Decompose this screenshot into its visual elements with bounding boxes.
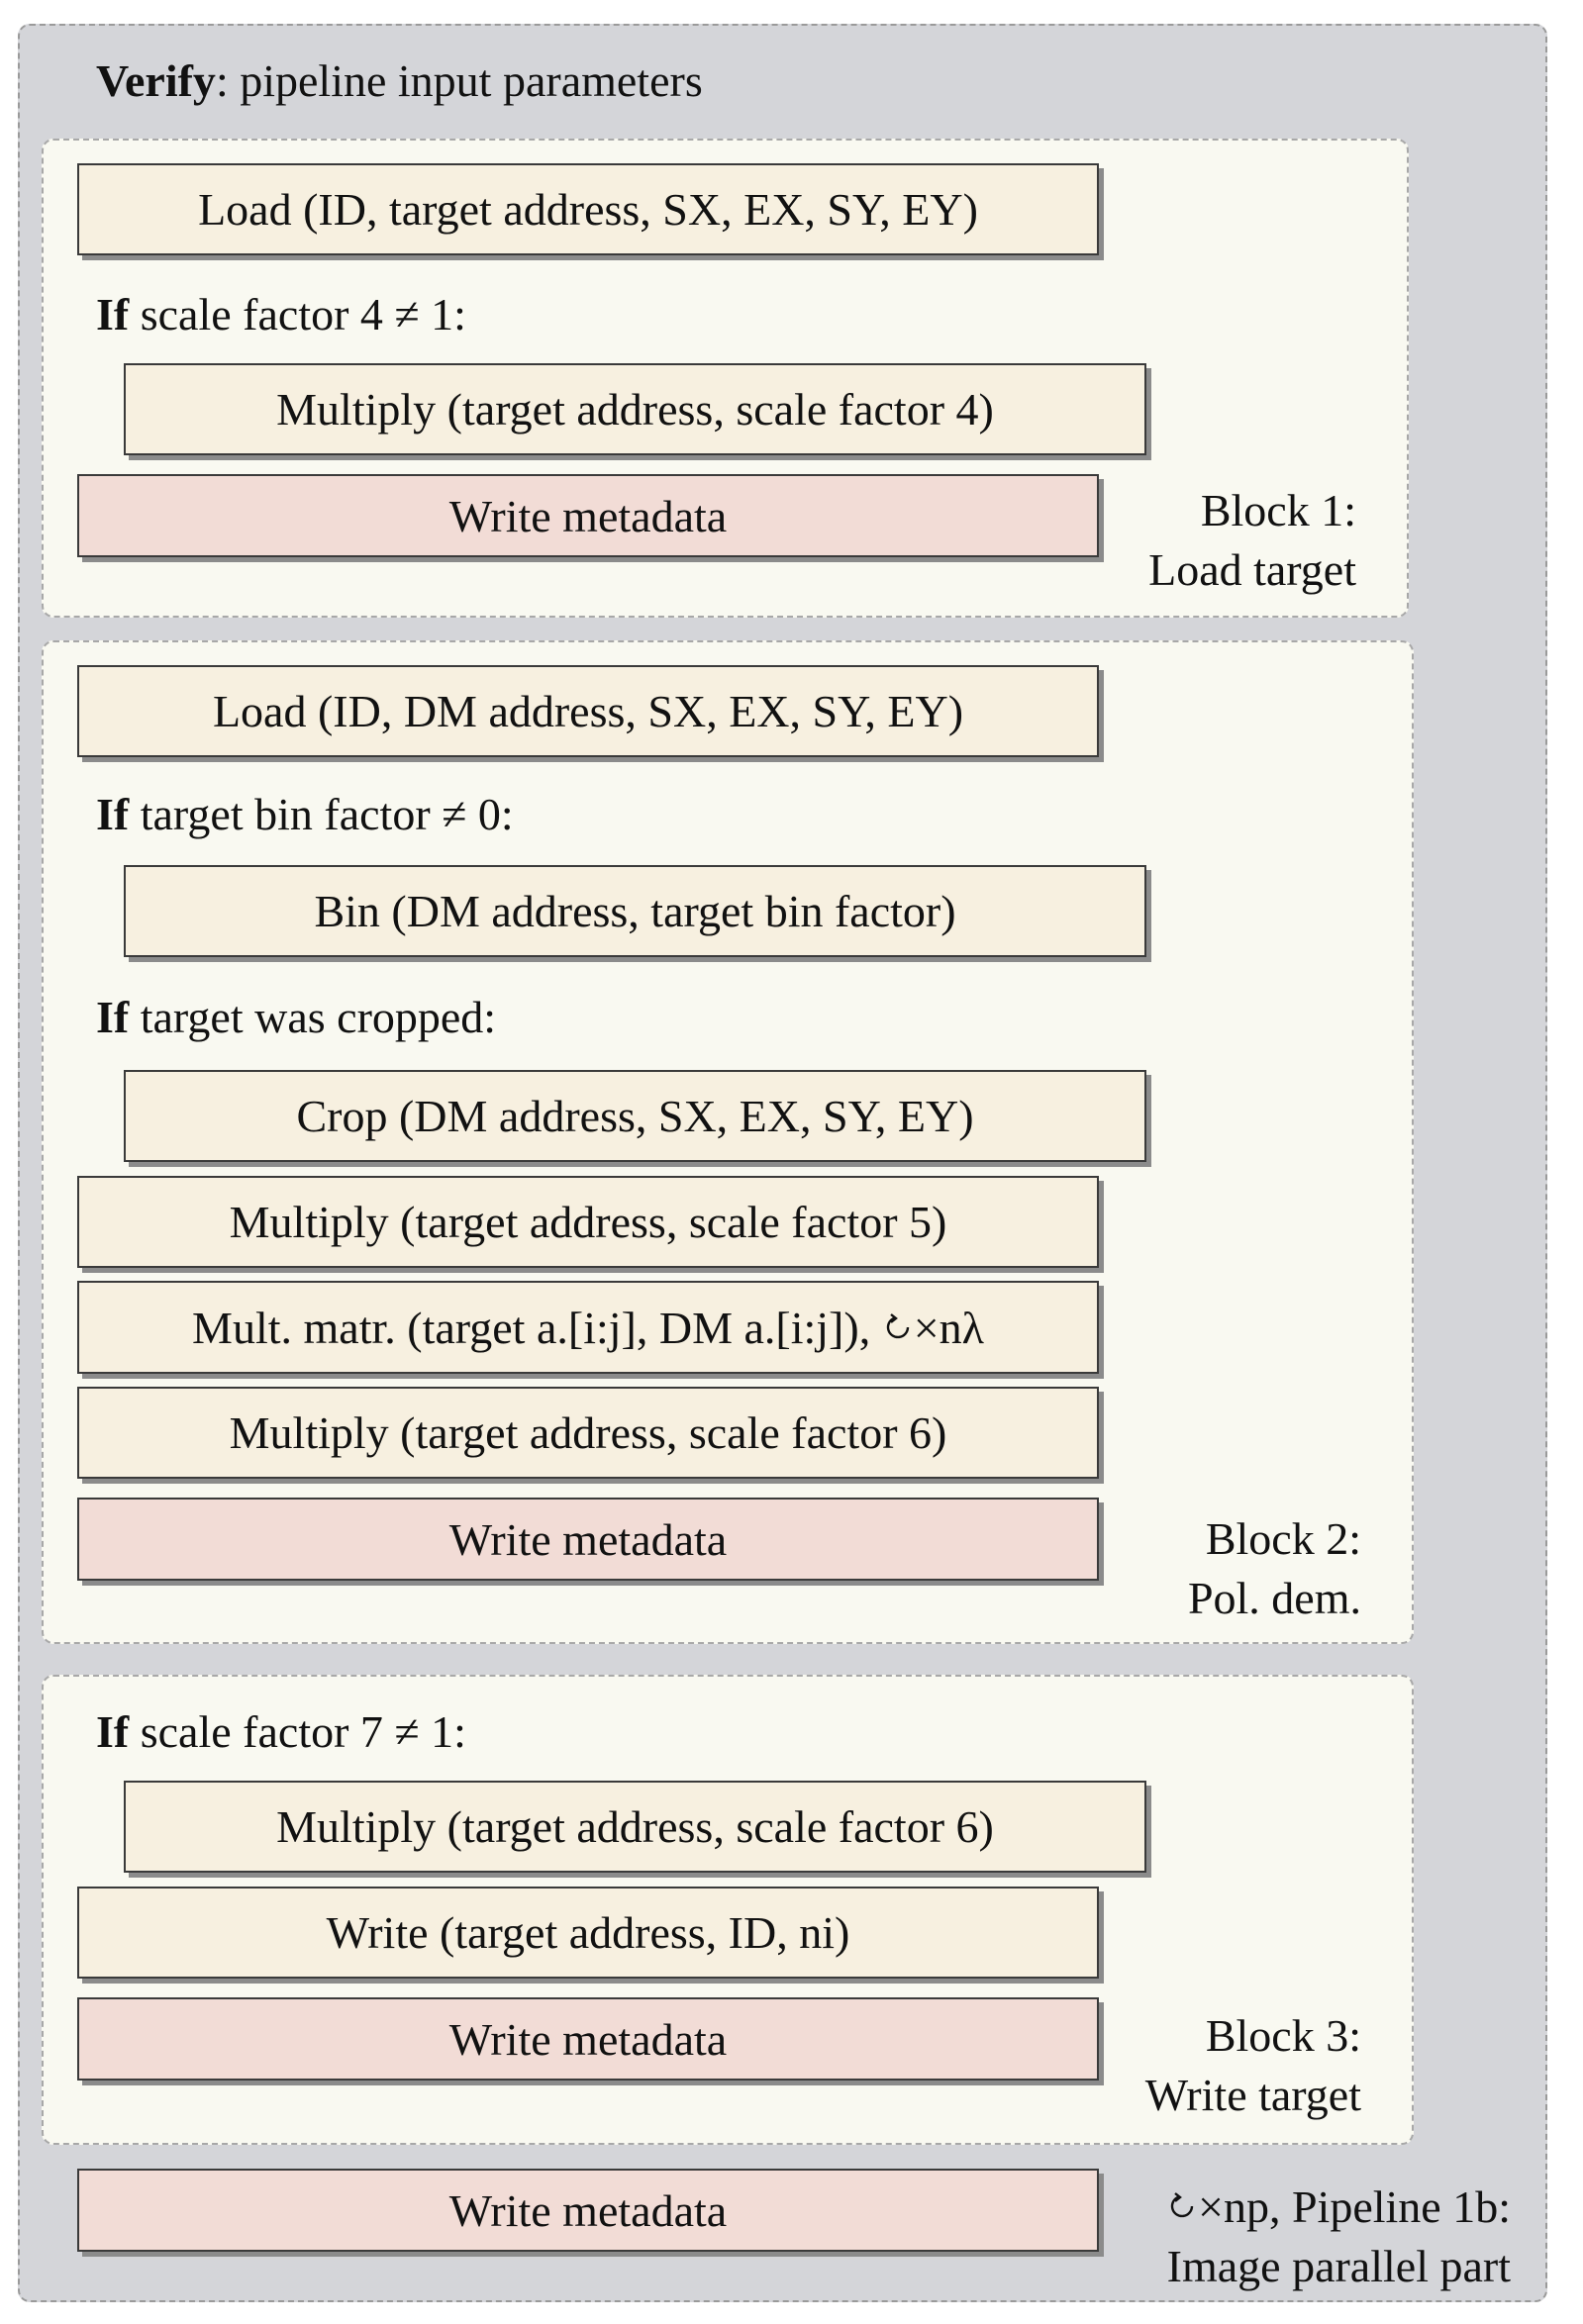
verify-heading: Verify: pipeline input parameters	[96, 54, 703, 107]
condition-scale-factor-4: If scale factor 4 ≠ 1:	[96, 288, 466, 340]
block-3-label-name: Write target	[1144, 2070, 1361, 2120]
write-metadata-box-final: Write metadata	[77, 2169, 1099, 2252]
block-2-label-number: Block 2:	[1205, 1513, 1361, 1564]
condition-text: scale factor 7 ≠ 1:	[140, 1706, 466, 1757]
bin-text: Bin (DM address, target bin factor)	[314, 886, 956, 936]
write-metadata-text: Write metadata	[448, 490, 728, 541]
condition-text: scale factor 4 ≠ 1:	[140, 289, 466, 339]
load-dm-text: Load (ID, DM address, SX, EX, SY, EY)	[212, 686, 964, 736]
load-target-text: Load (ID, target address, SX, EX, SY, EY…	[198, 184, 978, 235]
write-target-text: Write (target address, ID, ni)	[326, 1907, 850, 1958]
multiply-scale-6b-text: Multiply (target address, scale factor 6…	[276, 1801, 994, 1852]
load-target-box: Load (ID, target address, SX, EX, SY, EY…	[77, 163, 1099, 255]
bin-box: Bin (DM address, target bin factor)	[124, 865, 1146, 957]
multiply-scale-6-text: Multiply (target address, scale factor 6…	[229, 1407, 947, 1458]
mult-matr-text: Mult. matr. (target a.[i:j], DM a.[i:j])…	[192, 1302, 871, 1353]
mult-matr-suffix: ×nλ	[913, 1302, 984, 1353]
multiply-scale-6b-box: Multiply (target address, scale factor 6…	[124, 1781, 1146, 1873]
block-1-label: Block 1: Load target	[1109, 481, 1356, 600]
loop-icon	[1166, 2178, 1198, 2237]
write-metadata-box-3: Write metadata	[77, 1997, 1099, 2081]
if-keyword: If	[96, 1706, 130, 1757]
condition-bin-factor: If target bin factor ≠ 0:	[96, 788, 514, 840]
block-1-label-name: Load target	[1148, 544, 1356, 595]
multiply-scale-4-text: Multiply (target address, scale factor 4…	[276, 384, 994, 435]
write-metadata-box-2: Write metadata	[77, 1498, 1099, 1581]
pipeline-label-line1: ×np, Pipeline 1b:	[1089, 2178, 1511, 2237]
multiply-scale-5-text: Multiply (target address, scale factor 5…	[229, 1197, 947, 1247]
block-2-label-name: Pol. dem.	[1187, 1573, 1361, 1623]
block-2-label: Block 2: Pol. dem.	[1114, 1509, 1361, 1628]
load-dm-box: Load (ID, DM address, SX, EX, SY, EY)	[77, 665, 1099, 757]
condition-scale-factor-7: If scale factor 7 ≠ 1:	[96, 1705, 466, 1758]
condition-text: target was cropped:	[140, 992, 497, 1042]
verify-text: : pipeline input parameters	[215, 55, 703, 106]
block-3-label: Block 3: Write target	[1114, 2006, 1361, 2125]
if-keyword: If	[96, 289, 130, 339]
write-target-box: Write (target address, ID, ni)	[77, 1887, 1099, 1979]
if-keyword: If	[96, 789, 130, 839]
pipeline-label-name: Image parallel part	[1166, 2241, 1511, 2291]
write-metadata-text: Write metadata	[448, 1513, 728, 1565]
write-metadata-box-1: Write metadata	[77, 474, 1099, 557]
write-metadata-text: Write metadata	[448, 2184, 728, 2236]
multiply-scale-6-box: Multiply (target address, scale factor 6…	[77, 1387, 1099, 1479]
if-keyword: If	[96, 992, 130, 1042]
loop-icon	[882, 1302, 914, 1354]
verify-keyword: Verify	[96, 55, 216, 106]
multiply-scale-5-box: Multiply (target address, scale factor 5…	[77, 1176, 1099, 1268]
block-1-label-number: Block 1:	[1200, 485, 1356, 535]
pipeline-label-text: ×np, Pipeline 1b:	[1198, 2181, 1511, 2232]
crop-text: Crop (DM address, SX, EX, SY, EY)	[296, 1091, 974, 1141]
condition-text: target bin factor ≠ 0:	[140, 789, 514, 839]
crop-box: Crop (DM address, SX, EX, SY, EY)	[124, 1070, 1146, 1162]
pipeline-label: ×np, Pipeline 1b: Image parallel part	[1089, 2178, 1511, 2296]
write-metadata-text: Write metadata	[448, 2013, 728, 2065]
mult-matr-box: Mult. matr. (target a.[i:j], DM a.[i:j])…	[77, 1281, 1099, 1374]
multiply-scale-4-box: Multiply (target address, scale factor 4…	[124, 363, 1146, 455]
condition-cropped: If target was cropped:	[96, 991, 496, 1043]
block-3-label-number: Block 3:	[1205, 2010, 1361, 2061]
